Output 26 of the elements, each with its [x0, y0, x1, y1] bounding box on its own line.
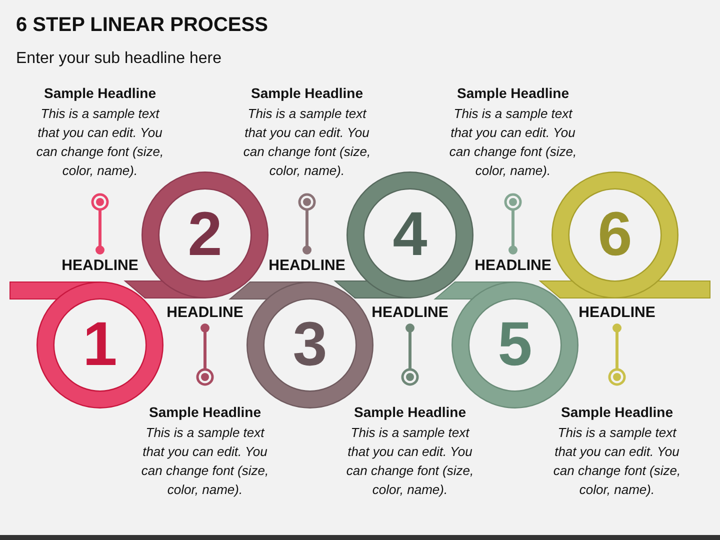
step-headline: HEADLINE: [474, 257, 552, 275]
step-number: 6: [598, 204, 632, 266]
subtitle: Enter your sub headline here: [16, 50, 222, 68]
sample-headline: Sample Headline: [148, 403, 262, 421]
step-number: 4: [392, 204, 428, 266]
sample-headline: Sample Headline: [560, 403, 674, 421]
body-text: This is a sample text that you can edit. You can change font (size, color, name).: [242, 105, 372, 180]
body-text: This is a sample text that you can edit. You can change font (size, color, name).: [345, 424, 475, 499]
step-number: 2: [188, 204, 222, 266]
body-text: This is a sample text that you can edit. You can change font (size, color, name).: [448, 105, 578, 180]
step-headline: HEADLINE: [166, 304, 244, 322]
step-headline: HEADLINE: [62, 257, 138, 275]
sample-headline: Sample Headline: [456, 84, 570, 102]
step-headline: HEADLINE: [268, 257, 346, 275]
step-number: 5: [498, 314, 532, 376]
body-text: This is a sample text that you can edit. You can change font (size, color, name).: [140, 424, 270, 499]
body-text: This is a sample text that you can edit. You can change font (size, color, name).: [35, 105, 165, 180]
step-number: 1: [82, 314, 118, 376]
step-headline: HEADLINE: [372, 304, 448, 322]
sample-headline: Sample Headline: [44, 84, 156, 102]
step-headline: HEADLINE: [578, 304, 656, 322]
sample-headline: Sample Headline: [354, 403, 466, 421]
body-text: This is a sample text that you can edit. You can change font (size, color, name).: [552, 424, 682, 499]
title: 6 STEP LINEAR PROCESS: [16, 14, 268, 37]
step-number: 3: [292, 314, 328, 376]
sample-headline: Sample Headline: [250, 84, 364, 102]
